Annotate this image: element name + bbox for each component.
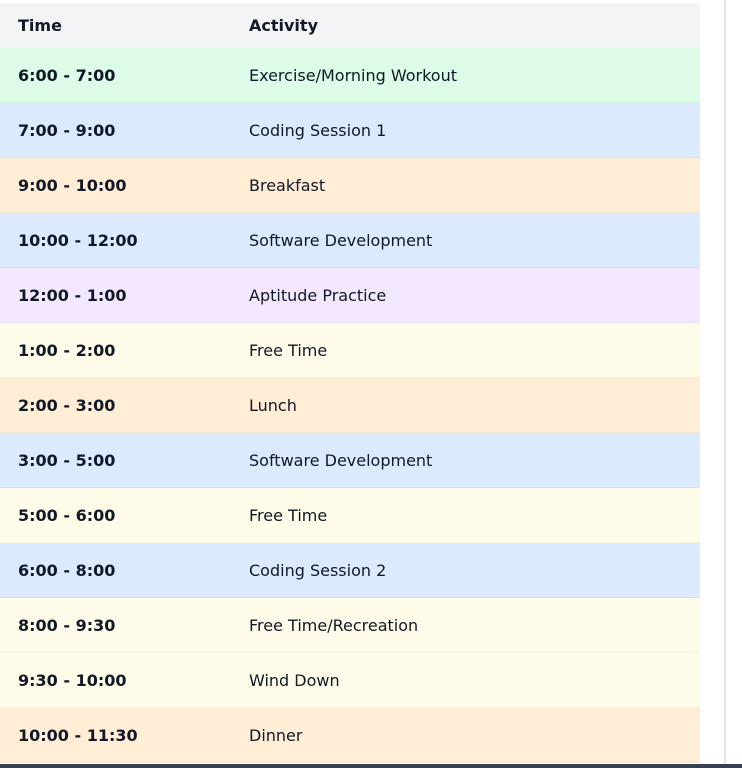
table-row: 2:00 - 3:00 Lunch — [0, 378, 700, 433]
activity-cell: Aptitude Practice — [249, 285, 387, 305]
table-row: 9:30 - 10:00 Wind Down — [0, 653, 700, 708]
activity-cell: Free Time/Recreation — [249, 615, 419, 635]
time-cell: 6:00 - 8:00 — [18, 560, 116, 580]
time-cell: 3:00 - 5:00 — [18, 450, 116, 470]
scrollbar-rail[interactable] — [724, 0, 726, 768]
time-cell: 10:00 - 12:00 — [18, 230, 138, 250]
activity-cell: Dinner — [249, 725, 303, 745]
time-cell: 2:00 - 3:00 — [18, 395, 116, 415]
time-cell: 9:30 - 10:00 — [18, 670, 127, 690]
time-cell: 8:00 - 9:30 — [18, 615, 116, 635]
activity-cell: Free Time — [249, 340, 328, 360]
activity-cell: Free Time — [249, 505, 328, 525]
activity-cell: Software Development — [249, 450, 433, 470]
table-row: 10:00 - 11:30 Dinner — [0, 708, 700, 763]
time-cell: 1:00 - 2:00 — [18, 340, 116, 360]
activity-cell: Wind Down — [249, 670, 340, 690]
table-row: 1:00 - 2:00 Free Time — [0, 323, 700, 378]
header-activity: Activity — [249, 16, 318, 35]
activity-cell: Coding Session 2 — [249, 560, 387, 580]
table-row: 3:00 - 5:00 Software Development — [0, 433, 700, 488]
time-cell: 5:00 - 6:00 — [18, 505, 116, 525]
table-row: 7:00 - 9:00 Coding Session 1 — [0, 103, 700, 158]
header-time: Time — [18, 16, 62, 35]
time-cell: 12:00 - 1:00 — [18, 285, 127, 305]
table-row: 8:00 - 9:30 Free Time/Recreation — [0, 598, 700, 653]
table-row: 12:00 - 1:00 Aptitude Practice — [0, 268, 700, 323]
activity-cell: Breakfast — [249, 175, 326, 195]
activity-cell: Lunch — [249, 395, 297, 415]
table-row: 6:00 - 8:00 Coding Session 2 — [0, 543, 700, 598]
bottom-edge-bar — [0, 764, 742, 768]
table-row: 6:00 - 7:00 Exercise/Morning Workout — [0, 48, 700, 103]
table-header-row: Time Activity — [0, 3, 700, 48]
activity-cell: Software Development — [249, 230, 433, 250]
table-row: 5:00 - 6:00 Free Time — [0, 488, 700, 543]
schedule-table: Time Activity 6:00 - 7:00 Exercise/Morni… — [0, 3, 700, 763]
time-cell: 10:00 - 11:30 — [18, 725, 138, 745]
time-cell: 9:00 - 10:00 — [18, 175, 127, 195]
table-row: 10:00 - 12:00 Software Development — [0, 213, 700, 268]
time-cell: 7:00 - 9:00 — [18, 120, 116, 140]
activity-cell: Coding Session 1 — [249, 120, 387, 140]
table-row: 9:00 - 10:00 Breakfast — [0, 158, 700, 213]
activity-cell: Exercise/Morning Workout — [249, 65, 457, 85]
time-cell: 6:00 - 7:00 — [18, 65, 116, 85]
